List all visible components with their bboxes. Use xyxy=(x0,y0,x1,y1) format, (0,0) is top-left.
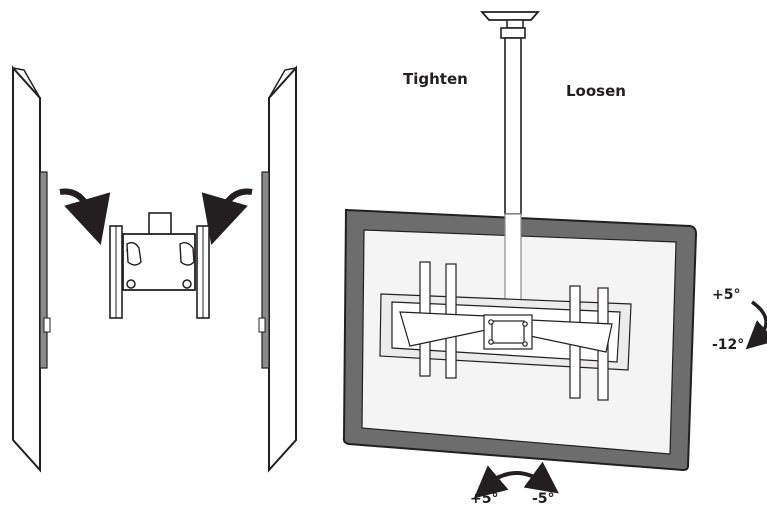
left-tv-panel xyxy=(12,65,51,473)
mount-bracket xyxy=(109,212,210,319)
right-tv-panel xyxy=(258,65,297,473)
swivel-right-label: -5° xyxy=(532,491,555,507)
tilt-up-label: +5° xyxy=(712,287,741,303)
right-arrow-icon xyxy=(201,188,253,246)
left-arrow-icon xyxy=(59,188,111,246)
swivel-left-label: +5° xyxy=(470,491,499,507)
tighten-label: Tighten xyxy=(403,70,468,88)
ceiling-pole xyxy=(480,11,540,215)
tilt-arrow-icon xyxy=(745,300,767,350)
rear-mount-frame xyxy=(379,261,632,401)
tilt-down-label: -12° xyxy=(712,337,745,353)
loosen-label: Loosen xyxy=(566,82,626,100)
